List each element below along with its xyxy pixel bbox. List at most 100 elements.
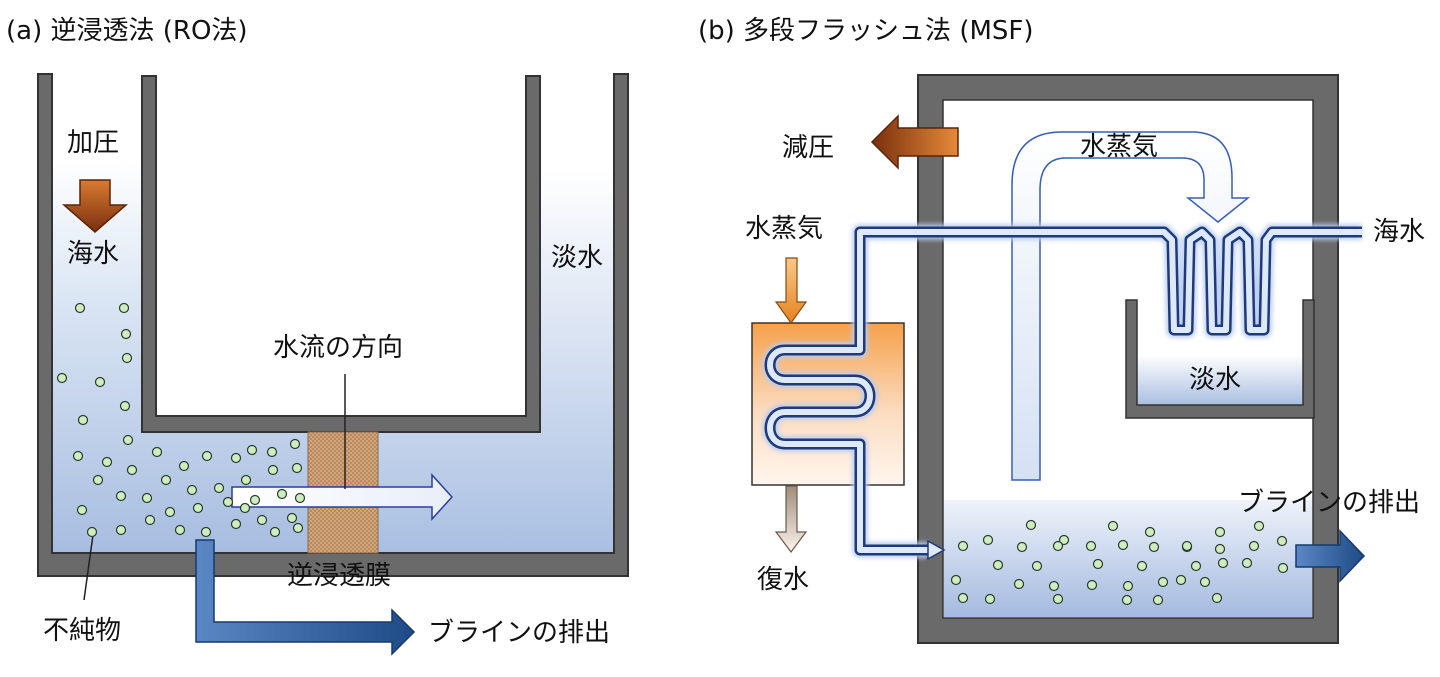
particle	[213, 482, 225, 494]
particle	[200, 526, 212, 538]
msf-panel	[751, 74, 1366, 644]
particle	[92, 474, 104, 486]
particle	[126, 464, 138, 476]
msf-panel-title: (b) 多段フラッシュ法 (MSF)	[698, 16, 1034, 46]
particle	[1190, 560, 1202, 572]
particle	[1086, 579, 1098, 591]
particle	[1107, 520, 1119, 532]
msf-condensate-label: 復水	[757, 565, 810, 595]
particle	[267, 464, 279, 476]
particle	[186, 484, 198, 496]
msf-seawater-pipe	[762, 224, 1362, 561]
particle	[1241, 557, 1253, 569]
particle	[77, 414, 89, 426]
particle	[950, 574, 962, 586]
particle	[1025, 519, 1037, 531]
particle	[292, 522, 304, 534]
particle	[86, 526, 98, 538]
ro-panel-title: (a) 逆浸透法 (RO法)	[6, 16, 248, 46]
particle	[240, 474, 252, 486]
ro-seawater-label: 海水	[67, 239, 120, 269]
particle	[1152, 594, 1164, 606]
ro-inner-wall	[141, 75, 541, 433]
particle	[72, 450, 84, 462]
msf-condensate-arrow	[774, 485, 808, 553]
particle	[118, 302, 130, 314]
ro-pressure-arrow	[61, 179, 129, 233]
particle	[1013, 578, 1025, 590]
msf-reduced-pressure-label: 減圧	[782, 133, 835, 163]
msf-brine-arrow	[1295, 529, 1366, 583]
particle	[119, 400, 131, 412]
particle	[178, 460, 190, 472]
particle	[1136, 560, 1148, 572]
particle	[1121, 594, 1133, 606]
particle	[1248, 540, 1260, 552]
ro-flow-direction-label: 水流の方向	[273, 333, 404, 363]
particle	[269, 526, 281, 538]
particle	[101, 456, 113, 468]
particle	[1181, 540, 1193, 552]
particle	[1214, 526, 1226, 538]
particle	[151, 446, 163, 458]
particle	[246, 444, 258, 456]
msf-steam-inlet-arrow	[774, 257, 808, 325]
particle	[1052, 540, 1064, 552]
ro-outer-wall	[37, 73, 629, 577]
particle	[1217, 557, 1229, 569]
particle	[1092, 558, 1104, 570]
particle	[294, 492, 306, 504]
particle	[957, 540, 969, 552]
particle	[1085, 540, 1097, 552]
particle	[256, 514, 268, 526]
ro-flow-direction-arrow	[231, 473, 454, 521]
particle	[1157, 576, 1169, 588]
msf-freshwater-label: 淡水	[1189, 365, 1242, 395]
ro-brine-arrow	[195, 539, 416, 656]
ro-impurity-particles	[56, 302, 306, 538]
particle	[120, 328, 132, 340]
particle	[239, 502, 251, 514]
ro-seawater-fill	[52, 160, 308, 553]
particle	[144, 514, 156, 526]
particle	[957, 592, 969, 604]
msf-steam-label: 水蒸気	[745, 214, 824, 244]
particle	[1122, 580, 1134, 592]
ro-brine-label: ブラインの排出	[428, 618, 611, 648]
particle	[122, 434, 134, 446]
particle	[1144, 526, 1156, 538]
particle	[1117, 539, 1129, 551]
particle	[94, 376, 106, 388]
particle	[121, 352, 133, 364]
particle	[1214, 543, 1226, 555]
particle	[222, 496, 234, 508]
particle	[160, 474, 172, 486]
particle	[115, 490, 127, 502]
particle	[1148, 541, 1160, 553]
particle	[1175, 574, 1187, 586]
msf-freshwater-tray	[1125, 299, 1315, 419]
particle	[1031, 560, 1043, 572]
particle	[992, 559, 1004, 571]
particle	[201, 450, 213, 462]
particle	[192, 502, 204, 514]
msf-brine-particles	[950, 519, 1289, 606]
particle	[74, 302, 86, 314]
particle	[1253, 520, 1265, 532]
msf-vapor-arrow	[1011, 131, 1251, 481]
ro-pressure-label: 加圧	[67, 128, 120, 158]
particle	[1277, 562, 1289, 574]
particle	[1199, 576, 1211, 588]
ro-freshwater-label: 淡水	[551, 243, 604, 273]
msf-vapor-label: 水蒸気	[1080, 132, 1159, 162]
particle	[289, 438, 301, 450]
msf-reduced-pressure-arrow	[870, 114, 959, 170]
particle	[230, 452, 242, 464]
ro-panel	[37, 73, 629, 656]
msf-brine-label: ブラインの排出	[1238, 488, 1421, 518]
particle	[174, 524, 186, 536]
particle	[1211, 592, 1223, 604]
ro-membrane-label: 逆浸透膜	[287, 561, 392, 591]
particle	[1048, 580, 1060, 592]
